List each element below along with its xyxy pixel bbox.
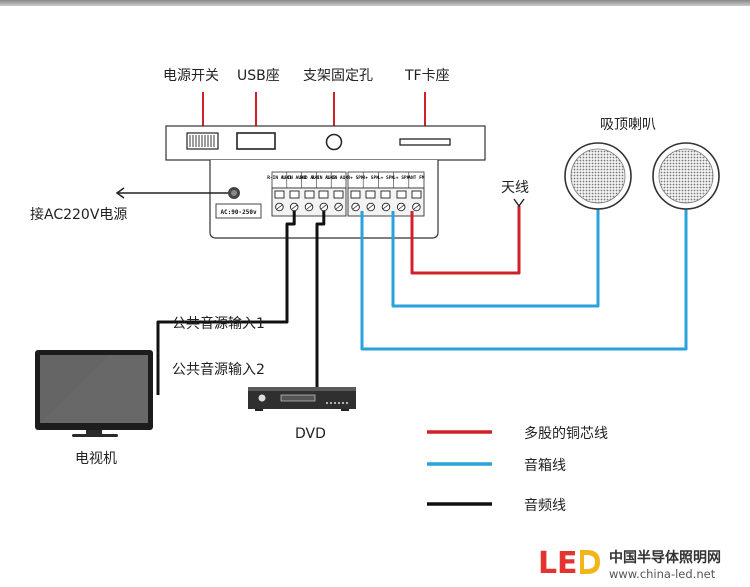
ceiling-speaker-2 (652, 142, 720, 210)
ac-input-label: 接AC220V电源 (30, 206, 127, 223)
audio-in-1-label: 公共音源输入1 (172, 315, 265, 332)
tv-label: 电视机 (75, 451, 117, 467)
legend-label-speaker: 音箱线 (524, 457, 566, 474)
antenna-tip (513, 198, 525, 208)
terminal-label: R+ SPK (347, 175, 364, 181)
watermark-url: www.china-led.net (609, 567, 716, 581)
terminal-label: L+ SPK (393, 175, 410, 181)
dvd-player (248, 387, 356, 411)
watermark-logo: L E (538, 546, 600, 581)
terminal-block-aux: R-IN AUX1 L-IN AUX1 GND AUX R-IN AUX2 L-… (267, 171, 351, 217)
watermark-cn: 中国半导体照明网 (609, 549, 721, 566)
terminal-label: L+ SPK (378, 175, 395, 181)
speaker-wire-1 (391, 205, 600, 308)
amplifier-unit: AC:90-250v R-IN AUX1 L-IN AUX1 GND AUX R… (165, 125, 486, 239)
tf-slot (399, 138, 451, 146)
top-bar (0, 0, 750, 6)
ceiling-speaker-1 (564, 142, 632, 210)
power-switch (186, 132, 219, 150)
antenna-label: 天线 (501, 180, 529, 196)
legend-label-copper: 多股的铜芯线 (524, 425, 608, 442)
audio-in-2-label: 公共音源输入2 (172, 361, 265, 378)
ac-plate-text: AC:90-250v (220, 209, 257, 216)
terminal-label: R-IN AUX1 (267, 175, 292, 181)
legend: 多股的铜芯线 音箱线 音频线 (427, 425, 608, 514)
speaker-wire-2 (360, 205, 688, 351)
terminal-block-speaker: R+ SPK R+ SPK L+ SPK L+ SPK ANT FM (347, 171, 425, 217)
audio-wire-1 (156, 211, 296, 395)
terminal-label: L-IN AUX2 (326, 175, 351, 181)
ac-power-cable (115, 187, 228, 199)
power-switch-label: 电源开关 (163, 68, 219, 84)
tf-label: TF卡座 (404, 68, 450, 84)
terminal-label: GND AUX (300, 175, 319, 181)
audio-wire-2 (315, 211, 326, 387)
antenna-wire (410, 206, 521, 275)
tv (35, 350, 153, 437)
dvd-label: DVD (295, 426, 326, 442)
legend-label-audio: 音频线 (524, 497, 566, 514)
usb-port (236, 132, 276, 150)
ceiling-speakers-label: 吸顶喇叭 (600, 117, 656, 133)
svg-text:E: E (557, 546, 577, 581)
terminal-label: R+ SPK (363, 175, 380, 181)
terminal-label: R-IN AUX2 (312, 175, 337, 181)
terminal-label: L-IN AUX1 (282, 175, 307, 181)
svg-text:L: L (538, 546, 557, 581)
terminal-label: ANT FM (408, 175, 425, 181)
usb-label: USB座 (237, 68, 280, 84)
mount-hole (325, 133, 343, 151)
mount-hole-label: 支架固定孔 (303, 68, 373, 84)
ac-plate (215, 203, 262, 219)
